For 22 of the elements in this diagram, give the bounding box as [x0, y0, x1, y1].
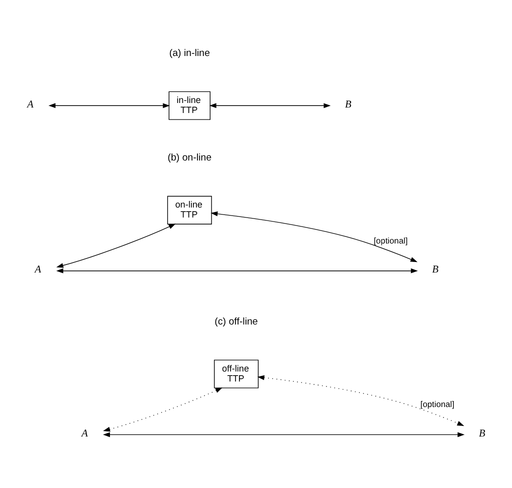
- arrow: [56, 224, 176, 268]
- arrow: [208, 103, 330, 108]
- node-text: A: [81, 428, 88, 440]
- arrow: [48, 103, 170, 108]
- arrow: [256, 375, 464, 426]
- arrow: [210, 211, 417, 262]
- arrow: [102, 388, 222, 432]
- node-text: B: [478, 428, 485, 440]
- node-text: A: [26, 99, 34, 110]
- node-text: A: [34, 264, 41, 276]
- label: (a) in-line: [168, 48, 210, 59]
- edge-label: [optional]: [373, 235, 408, 246]
- node-box: off-line TTP: [213, 360, 258, 388]
- label: (c) off-line: [214, 316, 258, 328]
- node-box: in-line TTP: [168, 91, 210, 120]
- arrow: [56, 268, 418, 274]
- arrow: [102, 432, 464, 438]
- edge-label: [optional]: [420, 399, 454, 410]
- label: (b) on-line: [167, 152, 212, 164]
- node-box: on-line TTP: [166, 196, 212, 224]
- node-text: B: [432, 264, 438, 276]
- node-text: B: [344, 99, 351, 110]
